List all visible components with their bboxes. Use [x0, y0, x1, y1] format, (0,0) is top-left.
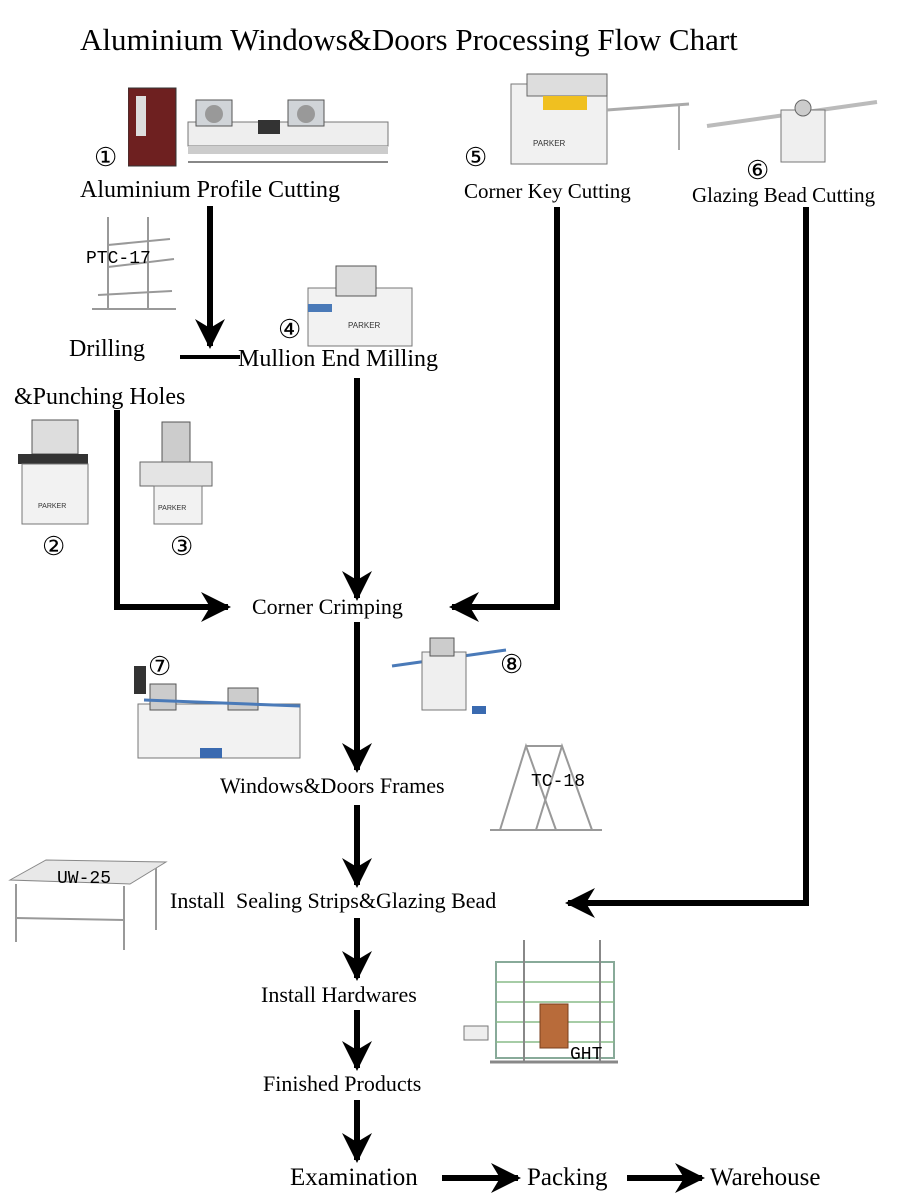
corner-key-cutter-image: PARKER	[510, 73, 690, 165]
uw25-label: UW-25	[57, 869, 112, 889]
tc18-label: TC-18	[531, 772, 586, 792]
double-head-saw-image	[128, 87, 389, 167]
parker-logo: PARKER	[533, 139, 566, 148]
end-milling-image: PARKER	[307, 265, 413, 347]
step-1-number: ①	[94, 143, 118, 172]
step-6-number: ⑥	[746, 156, 770, 185]
ght-assembly-rack-image	[463, 940, 618, 1064]
step-2-number: ②	[42, 532, 66, 561]
step-5-number: ⑤	[464, 143, 488, 172]
step-4-number: ④	[278, 315, 302, 344]
chart-title: Aluminium Windows&Doors Processing Flow …	[80, 22, 738, 57]
arrow-cornerkey-to-crimping	[449, 207, 560, 622]
ptc17-label: PTC-17	[86, 249, 151, 269]
double-head-crimper-image	[134, 666, 301, 759]
step-corner-crimping-label: Corner Crimping	[252, 594, 403, 619]
step-mullion-end-milling-label: Mullion End Milling	[238, 346, 439, 372]
step-glazing-bead-cutting-label: Glazing Bead Cutting	[692, 183, 876, 207]
parker-logo-punch: PARKER	[158, 505, 186, 512]
step-frames-label: Windows&Doors Frames	[220, 773, 445, 798]
parker-logo-milling: PARKER	[348, 321, 381, 330]
step-punching-holes-label: &Punching Holes	[14, 384, 186, 410]
parker-logo-router: PARKER	[38, 503, 66, 510]
copy-router-image: PARKER	[18, 419, 89, 525]
step-8-number: ⑧	[500, 650, 524, 679]
step-finished-products-label: Finished Products	[263, 1071, 422, 1096]
ght-label: GHT	[570, 1045, 603, 1065]
punching-router-image: PARKER	[139, 421, 213, 525]
step-hardwares-label: Install Hardwares	[261, 982, 417, 1007]
uw25-table-image	[8, 859, 168, 950]
single-crimper-image	[391, 637, 507, 714]
glazing-bead-saw-image	[706, 99, 878, 163]
step-examination-label: Examination	[290, 1164, 418, 1191]
ptc17-rack-image	[92, 217, 176, 310]
step-warehouse-label: Warehouse	[710, 1164, 821, 1191]
step-7-number: ⑦	[148, 652, 172, 681]
step-drilling-label: Drilling	[69, 336, 145, 362]
step-profile-cutting-label: Aluminium Profile Cutting	[80, 177, 341, 203]
arrow-glazingbead-to-sealing	[565, 207, 809, 918]
tc18-aframe-image	[490, 742, 602, 831]
step-sealing-label: Install Sealing Strips&Glazing Bead	[170, 888, 497, 913]
step-packing-label: Packing	[527, 1164, 608, 1191]
step-corner-key-cutting-label: Corner Key Cutting	[464, 179, 631, 203]
arrow-drilling-to-crimping	[114, 410, 231, 622]
step-3-number: ③	[170, 532, 194, 561]
